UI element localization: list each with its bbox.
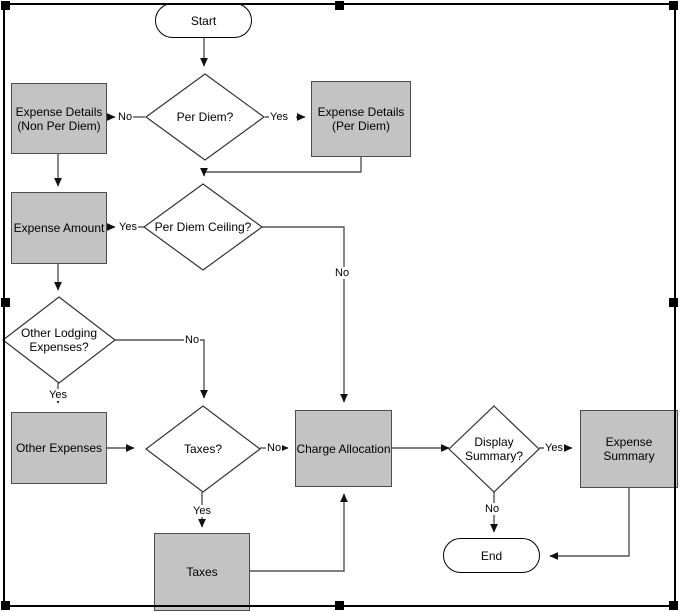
node-expense-details-per-diem-line1: Expense Details bbox=[317, 105, 405, 119]
node-expense-amount-label: Expense Amount bbox=[13, 221, 105, 235]
diamond-shape bbox=[145, 405, 261, 493]
node-taxes[interactable]: Taxes bbox=[154, 533, 250, 611]
node-display-summary-decision-line1: Display bbox=[474, 435, 514, 449]
node-end-label: End bbox=[480, 548, 503, 563]
selection-handle-top-center[interactable] bbox=[335, 1, 344, 10]
node-start[interactable]: Start bbox=[155, 3, 252, 38]
selection-handle-bottom-center[interactable] bbox=[335, 601, 344, 610]
node-end[interactable]: End bbox=[443, 538, 540, 573]
node-other-lodging-decision-line1: Other Lodging bbox=[20, 326, 98, 340]
edge-label-ceiling-yes: Yes bbox=[118, 221, 138, 233]
edge-label-summary-no: No bbox=[484, 503, 501, 515]
edge-label-lodging-no: No bbox=[184, 334, 201, 346]
node-display-summary-decision-line2: Summary? bbox=[464, 449, 523, 463]
node-expense-details-non-per-diem[interactable]: Expense Details (Non Per Diem) bbox=[11, 83, 107, 154]
edge-label-lodging-yes: Yes bbox=[48, 389, 68, 401]
diamond-shape bbox=[143, 183, 263, 271]
edge-label-per-diem-no: No bbox=[117, 111, 134, 123]
node-other-lodging-decision-line2: Expenses? bbox=[29, 340, 89, 354]
node-other-lodging-decision[interactable]: Other Lodging Expenses? bbox=[2, 296, 116, 384]
diamond-shape bbox=[145, 73, 265, 161]
selection-handle-bottom-right[interactable] bbox=[669, 601, 678, 610]
node-taxes-label: Taxes bbox=[186, 565, 218, 579]
edge-label-ceiling-no: No bbox=[334, 267, 351, 279]
selection-handle-top-left[interactable] bbox=[1, 1, 10, 10]
node-per-diem-ceiling-decision-label: Per Diem Ceiling? bbox=[154, 220, 252, 234]
edge-label-taxes-yes: Yes bbox=[192, 505, 212, 517]
node-taxes-decision[interactable]: Taxes? bbox=[145, 405, 261, 493]
diamond-shape bbox=[2, 296, 116, 384]
selection-handle-middle-left[interactable] bbox=[1, 298, 10, 307]
node-charge-allocation[interactable]: Charge Allocation bbox=[295, 410, 392, 487]
node-expense-details-non-per-diem-line1: Expense Details bbox=[15, 104, 103, 119]
selection-handle-middle-right[interactable] bbox=[669, 298, 678, 307]
node-other-lodging-decision-label: Other Lodging Expenses? bbox=[21, 326, 97, 354]
node-other-expenses-label: Other Expenses bbox=[15, 441, 103, 455]
node-start-label: Start bbox=[190, 13, 217, 28]
node-expense-summary-label: Expense Summary bbox=[603, 435, 655, 463]
node-expense-details-per-diem[interactable]: Expense Details (Per Diem) bbox=[311, 81, 411, 157]
node-display-summary-decision-label: Display Summary? bbox=[465, 435, 523, 463]
node-per-diem-decision[interactable]: Per Diem? bbox=[145, 73, 265, 161]
node-per-diem-ceiling-decision[interactable]: Per Diem Ceiling? bbox=[143, 183, 263, 271]
node-expense-summary[interactable]: Expense Summary bbox=[580, 410, 678, 488]
edge-label-summary-yes: Yes bbox=[544, 442, 564, 454]
edge-label-taxes-no: No bbox=[266, 442, 283, 454]
node-charge-allocation-label: Charge Allocation bbox=[296, 441, 391, 456]
selection-handle-top-right[interactable] bbox=[669, 1, 678, 10]
selection-handle-bottom-left[interactable] bbox=[1, 601, 10, 610]
node-display-summary-decision[interactable]: Display Summary? bbox=[448, 405, 540, 493]
diamond-shape bbox=[448, 405, 540, 493]
node-expense-details-non-per-diem-line2: (Non Per Diem) bbox=[17, 118, 101, 133]
edge-label-per-diem-yes: Yes bbox=[269, 111, 289, 123]
node-expense-details-per-diem-line2: (Per Diem) bbox=[331, 119, 390, 133]
node-expense-amount[interactable]: Expense Amount bbox=[11, 192, 107, 264]
node-other-expenses[interactable]: Other Expenses bbox=[11, 412, 107, 484]
node-taxes-decision-label: Taxes? bbox=[183, 442, 223, 456]
node-per-diem-decision-label: Per Diem? bbox=[176, 110, 234, 124]
